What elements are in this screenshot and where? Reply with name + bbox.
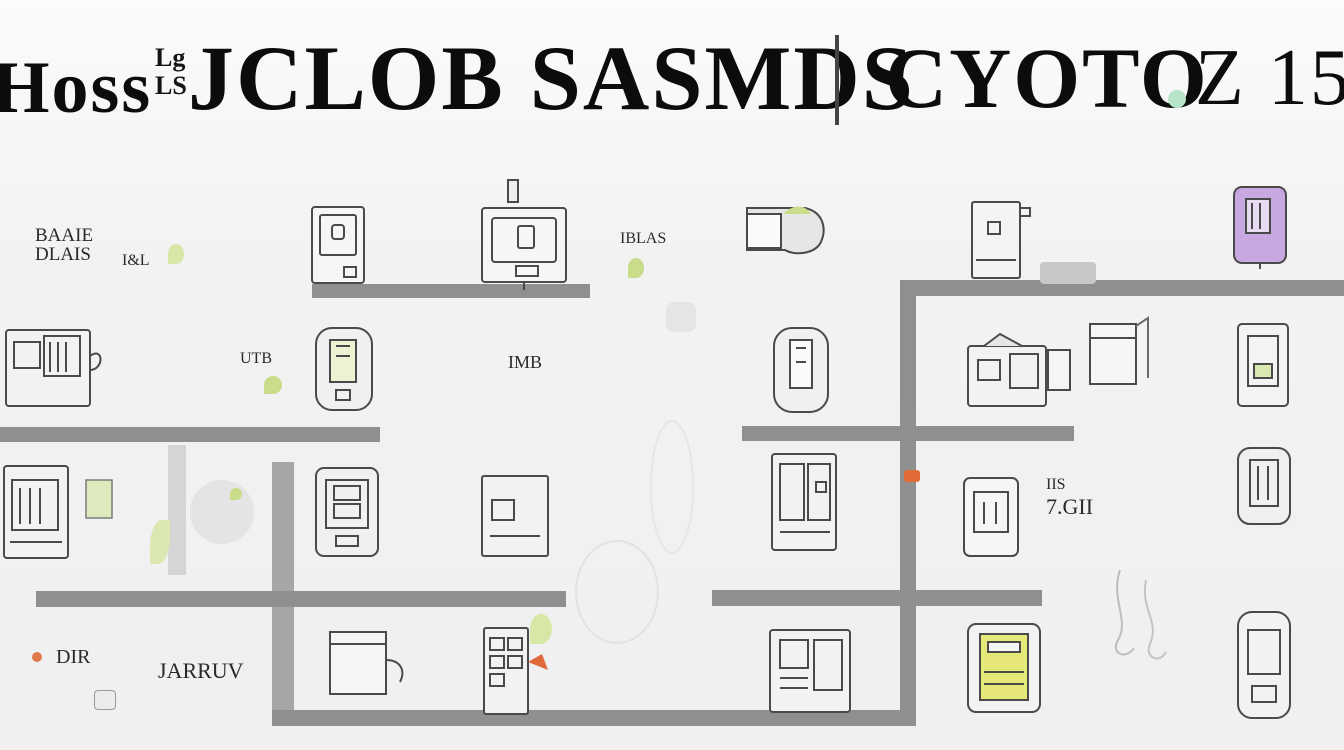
device-icon (1237, 611, 1291, 719)
device-icon (3, 465, 69, 559)
device-icon (315, 467, 379, 557)
device-node-r1-b[interactable] (480, 178, 568, 290)
bus-mid-right (742, 426, 1074, 441)
device-node-r3-a[interactable] (0, 462, 72, 562)
label-l8: DIR (56, 646, 91, 668)
device-icon (5, 329, 102, 407)
device-node-r3-b[interactable] (314, 466, 380, 558)
device-node-r2-c[interactable] (772, 326, 830, 414)
device-node-r4-e[interactable] (1236, 610, 1292, 720)
device-icon (971, 201, 1031, 279)
device-node-r2-d[interactable] (964, 332, 1074, 410)
label-l3: UTB (240, 350, 272, 367)
bus-bottom (272, 710, 916, 726)
bus-mid-left (0, 427, 380, 442)
header-right-number: Z 15 (1195, 34, 1344, 122)
device-node-r3-a2 (84, 478, 114, 520)
device-icon (1089, 316, 1149, 385)
header-main-word: JCLOB SASMDS (188, 27, 915, 129)
accent-leaf-4 (150, 520, 170, 564)
device-icon (773, 327, 829, 413)
device-node-r3-d[interactable] (766, 448, 842, 554)
device-icon (481, 179, 567, 290)
device-icon (311, 206, 365, 284)
device-node-r1-e[interactable] (1232, 185, 1288, 269)
bus-top-left (312, 284, 590, 298)
label-l7: 7.GII (1046, 494, 1094, 519)
device-node-r2-a[interactable] (0, 326, 104, 410)
device-node-r4-b[interactable] (482, 626, 554, 718)
device-icon (1237, 323, 1289, 407)
accent-leaf-1 (628, 258, 644, 278)
accent-orange-dot (32, 652, 42, 662)
accent-orange-port (904, 470, 920, 482)
label-l1: BAAIE DLAIS (35, 225, 94, 265)
accent-leaf-2 (168, 244, 184, 264)
label-l2: I&L (122, 252, 150, 269)
header-left-small: Lg LS (155, 43, 187, 100)
device-node-r3-e[interactable] (962, 476, 1020, 558)
device-node-r3-f[interactable] (1236, 446, 1292, 526)
ghost-circle-3 (650, 420, 694, 554)
bus-lower-right (712, 590, 1042, 606)
ghost-circle-1 (575, 540, 659, 644)
device-node-r2-b[interactable] (314, 326, 374, 412)
device-icon (963, 477, 1019, 557)
device-node-r2-e[interactable] (1088, 316, 1160, 388)
device-icon (771, 453, 837, 551)
device-icon (329, 631, 404, 695)
device-icon (746, 206, 825, 255)
device-node-r1-c[interactable] (745, 198, 829, 258)
bus-vertical-right (900, 280, 916, 725)
device-icon (1237, 447, 1291, 525)
device-icon (1233, 186, 1287, 269)
label-l4: IMB (508, 352, 543, 372)
ghost-block-2 (1040, 262, 1096, 284)
device-icon (769, 629, 851, 713)
device-node-r4-c[interactable] (766, 626, 862, 716)
device-node-r4-a[interactable] (326, 626, 408, 700)
label-l5: IBLAS (620, 230, 667, 247)
label-l9: JARRUV (158, 658, 244, 683)
device-icon (967, 623, 1041, 713)
ghost-block-1 (168, 445, 186, 575)
device-node-r1-d[interactable] (970, 200, 1032, 282)
accent-small-node-1 (666, 302, 696, 332)
accent-leaf-5 (530, 614, 552, 644)
header-accent-dot (1168, 90, 1186, 108)
device-icon (967, 332, 1071, 407)
device-node-r2-f[interactable] (1236, 322, 1290, 408)
accent-small-node-2 (94, 690, 116, 710)
header-left-word: Hoss (0, 47, 153, 129)
device-icon (483, 627, 548, 715)
device-node-r3-c[interactable] (480, 470, 550, 560)
label-l6: IIS (1046, 476, 1066, 493)
ghost-circle-2 (190, 480, 254, 544)
accent-leaf-3 (264, 376, 282, 394)
bus-top-right (900, 280, 1344, 296)
connector-wisps (1115, 569, 1167, 660)
device-icon (481, 475, 549, 557)
bus-lower-left (36, 591, 566, 607)
device-icon (85, 479, 113, 519)
header-right-word: CYOTO (885, 30, 1209, 126)
device-node-r1-a[interactable] (310, 205, 366, 285)
device-node-r4-d[interactable] (966, 622, 1042, 714)
accent-leaf-6 (230, 488, 242, 500)
device-icon (315, 327, 373, 411)
header-divider (835, 35, 839, 125)
